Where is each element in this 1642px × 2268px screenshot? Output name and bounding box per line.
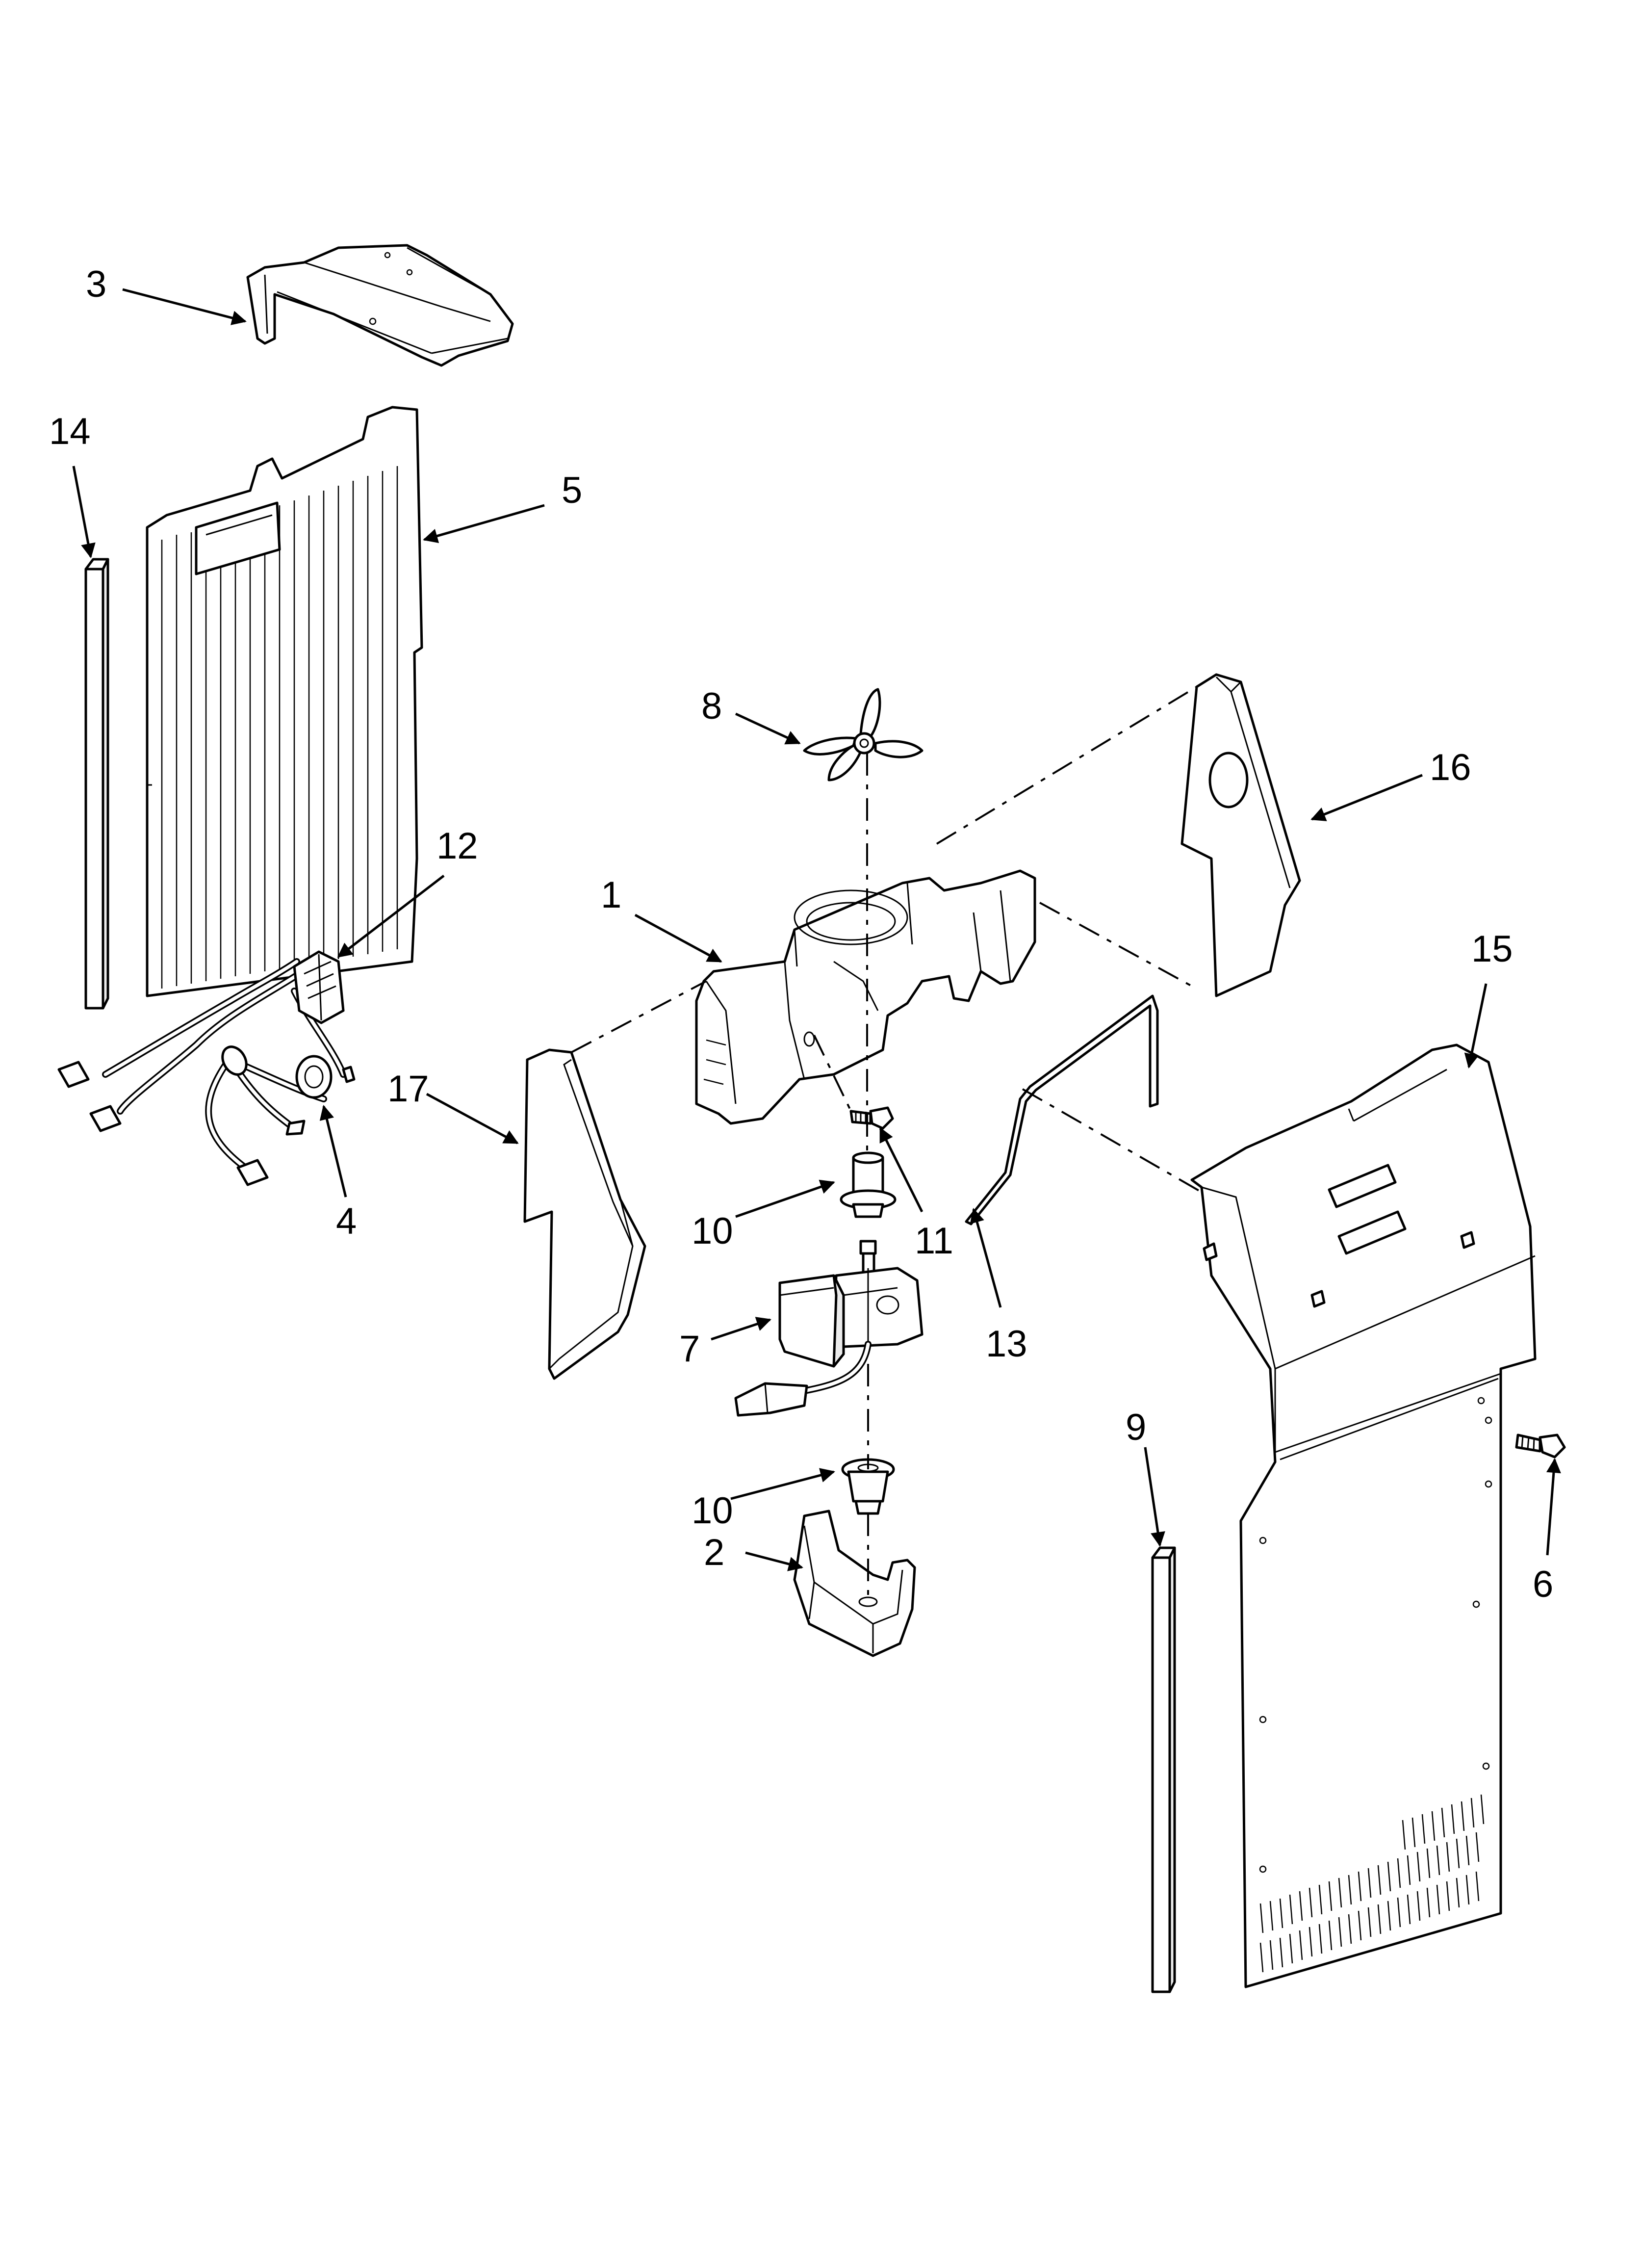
callout-12: 12 [436, 825, 478, 867]
callout-13: 13 [986, 1323, 1027, 1365]
callout-9: 9 [1126, 1407, 1146, 1448]
callout-2: 2 [704, 1532, 724, 1573]
part-11-screw [849, 1106, 894, 1130]
callout-16: 16 [1430, 747, 1471, 788]
callout-1: 1 [601, 874, 621, 916]
callout-10-upper: 10 [692, 1210, 733, 1252]
callout-7: 7 [679, 1328, 700, 1370]
part-15-right-back-panel [1190, 1043, 1537, 1988]
part-7-fan-motor [734, 1240, 924, 1417]
part-16-right-upper-panel [1180, 673, 1301, 997]
part-4-grommet [295, 1055, 333, 1099]
part-3-duct-cover [246, 244, 514, 367]
callout-8: 8 [701, 685, 722, 727]
callout-14: 14 [49, 411, 91, 452]
part-1-fan-housing [695, 869, 1036, 1125]
part-2-motor-bracket [793, 1510, 916, 1657]
leader-arrows [72, 288, 1561, 1571]
part-5-evaporator-cover [146, 406, 423, 997]
part-10-upper-grommet [840, 1151, 897, 1218]
callout-11: 11 [915, 1220, 953, 1262]
callout-15: 15 [1471, 928, 1513, 970]
callout-6: 6 [1533, 1564, 1553, 1605]
part-17-left-panel [523, 1048, 646, 1380]
part-8-fan-blade [803, 688, 924, 782]
part-13-wire-rod [965, 994, 1159, 1225]
callout-4: 4 [336, 1200, 357, 1242]
assembly-dash-lines [571, 686, 1202, 1599]
part-9-foam-strip [1151, 1546, 1176, 1993]
callout-10-lower: 10 [692, 1490, 733, 1532]
callout-3: 3 [86, 263, 106, 305]
part-14-foam-strip [84, 558, 109, 1010]
callout-5: 5 [562, 469, 582, 511]
callout-labels: 3 14 5 8 16 12 1 15 17 4 11 10 13 7 9 10… [49, 263, 1553, 1605]
callout-17: 17 [387, 1068, 429, 1110]
part-6-screw [1485, 1416, 1566, 1459]
